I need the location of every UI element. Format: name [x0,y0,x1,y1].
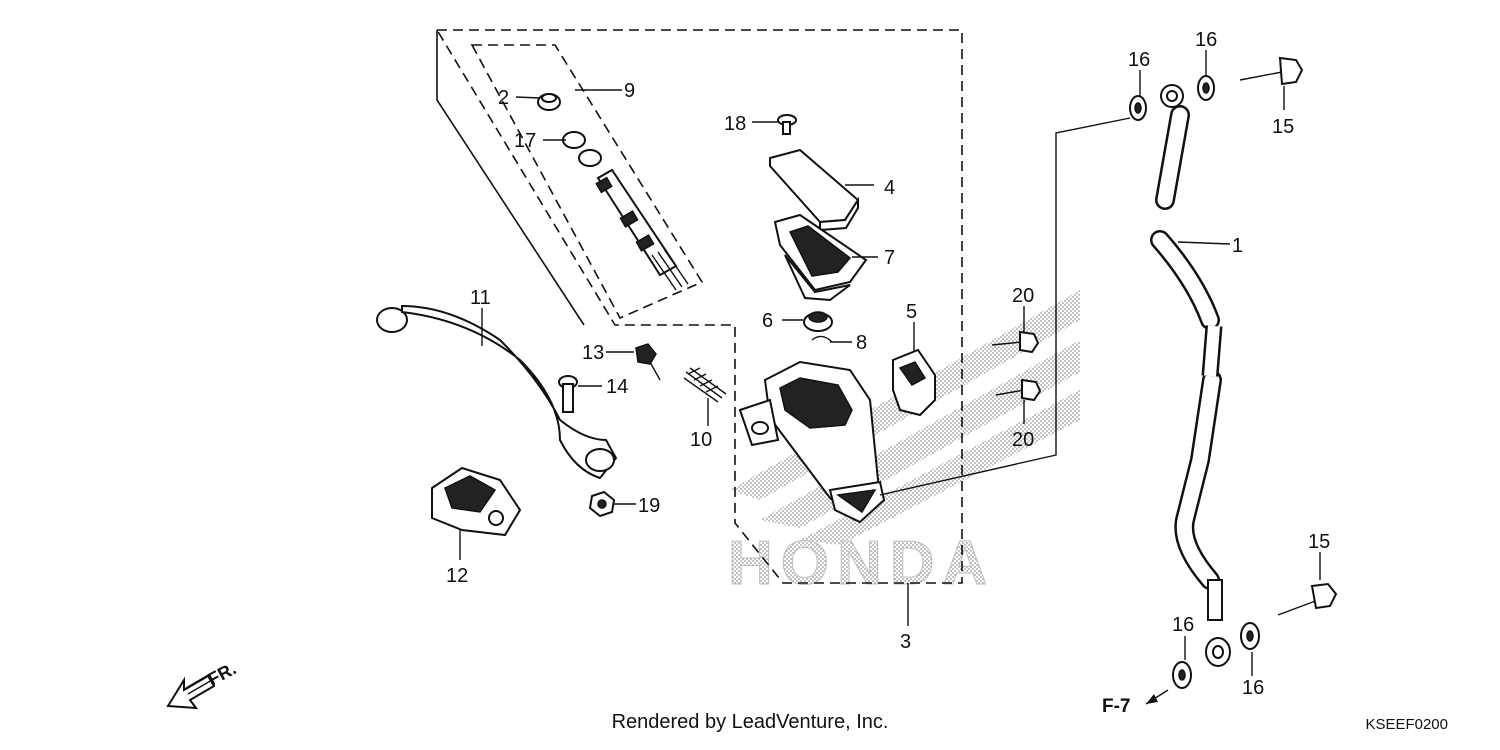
part-19-nut[interactable] [588,490,616,518]
callout-2: 2 [498,87,509,109]
callout-19: 19 [638,495,660,517]
callout-16-b: 16 [1195,29,1217,51]
part-16-washer-c[interactable] [1172,661,1192,689]
part-5-holder[interactable] [892,348,936,417]
part-12-bracket[interactable] [431,466,522,537]
reference-arrow-icon [1146,694,1158,704]
part-17-circlip[interactable] [562,131,586,149]
callout-15-upper: 15 [1272,116,1294,138]
part-16-washer-a[interactable] [1129,95,1147,121]
part-4-reservoir-cap[interactable] [769,148,860,232]
figure-reference[interactable]: F-7 [1102,689,1169,717]
diagram-code: KSEEF0200 [1365,716,1448,733]
callout-labels: 1 2 3 4 5 6 7 8 9 10 11 12 13 14 15 15 1… [446,29,1330,699]
part-1-brake-hose[interactable] [1150,84,1231,667]
part-2-boot[interactable] [537,93,561,111]
part-6-seal[interactable] [803,311,833,332]
callout-1: 1 [1232,235,1243,257]
callout-8: 8 [856,332,867,354]
assembly-frame [435,29,963,584]
figure-reference-label: F-7 [1102,696,1131,717]
part-7-diaphragm[interactable] [773,213,868,302]
part-16-washer-d[interactable] [1240,622,1260,650]
part-14-pin[interactable] [558,375,578,413]
callout-3: 3 [900,631,911,653]
callout-16-d: 16 [1242,677,1264,699]
hose-connection-line [879,117,1131,496]
callout-16-a: 16 [1128,49,1150,71]
callout-7: 7 [884,247,895,269]
master-cylinder-body[interactable] [738,360,886,524]
part-20-bolt-upper[interactable] [991,330,1040,354]
callout-12: 12 [446,565,468,587]
callout-20-upper: 20 [1012,285,1034,307]
callout-6: 6 [762,310,773,332]
callout-17: 17 [514,130,536,152]
callout-14: 14 [606,376,628,398]
part-20-bolt-lower[interactable] [995,378,1042,402]
front-direction-arrow: FR. [166,658,239,710]
callout-18: 18 [724,113,746,135]
callout-4: 4 [884,177,895,199]
callout-15-lower: 15 [1308,531,1330,553]
part-15-bolt-upper[interactable] [1239,56,1304,86]
callout-11: 11 [470,287,491,309]
honda-watermark-text: HONDA [728,529,995,598]
part-10-spring[interactable] [683,367,727,403]
part-8-clip[interactable] [811,335,833,343]
part-16-washer-b[interactable] [1197,75,1215,101]
callout-10: 10 [690,429,712,451]
part-15-bolt-lower[interactable] [1277,582,1338,616]
part-13-pivot-bolt[interactable] [635,343,661,381]
part-11-lever[interactable] [376,304,618,480]
callout-20-lower: 20 [1012,429,1034,451]
callout-13: 13 [582,342,604,364]
callout-9: 9 [624,80,635,102]
callout-16-c: 16 [1172,614,1194,636]
part-18-screw[interactable] [777,114,797,135]
callout-5: 5 [906,301,917,323]
piston-assembly[interactable] [578,149,689,291]
leader-lines [459,50,1321,676]
render-credit: Rendered by LeadVenture, Inc. [611,711,889,733]
